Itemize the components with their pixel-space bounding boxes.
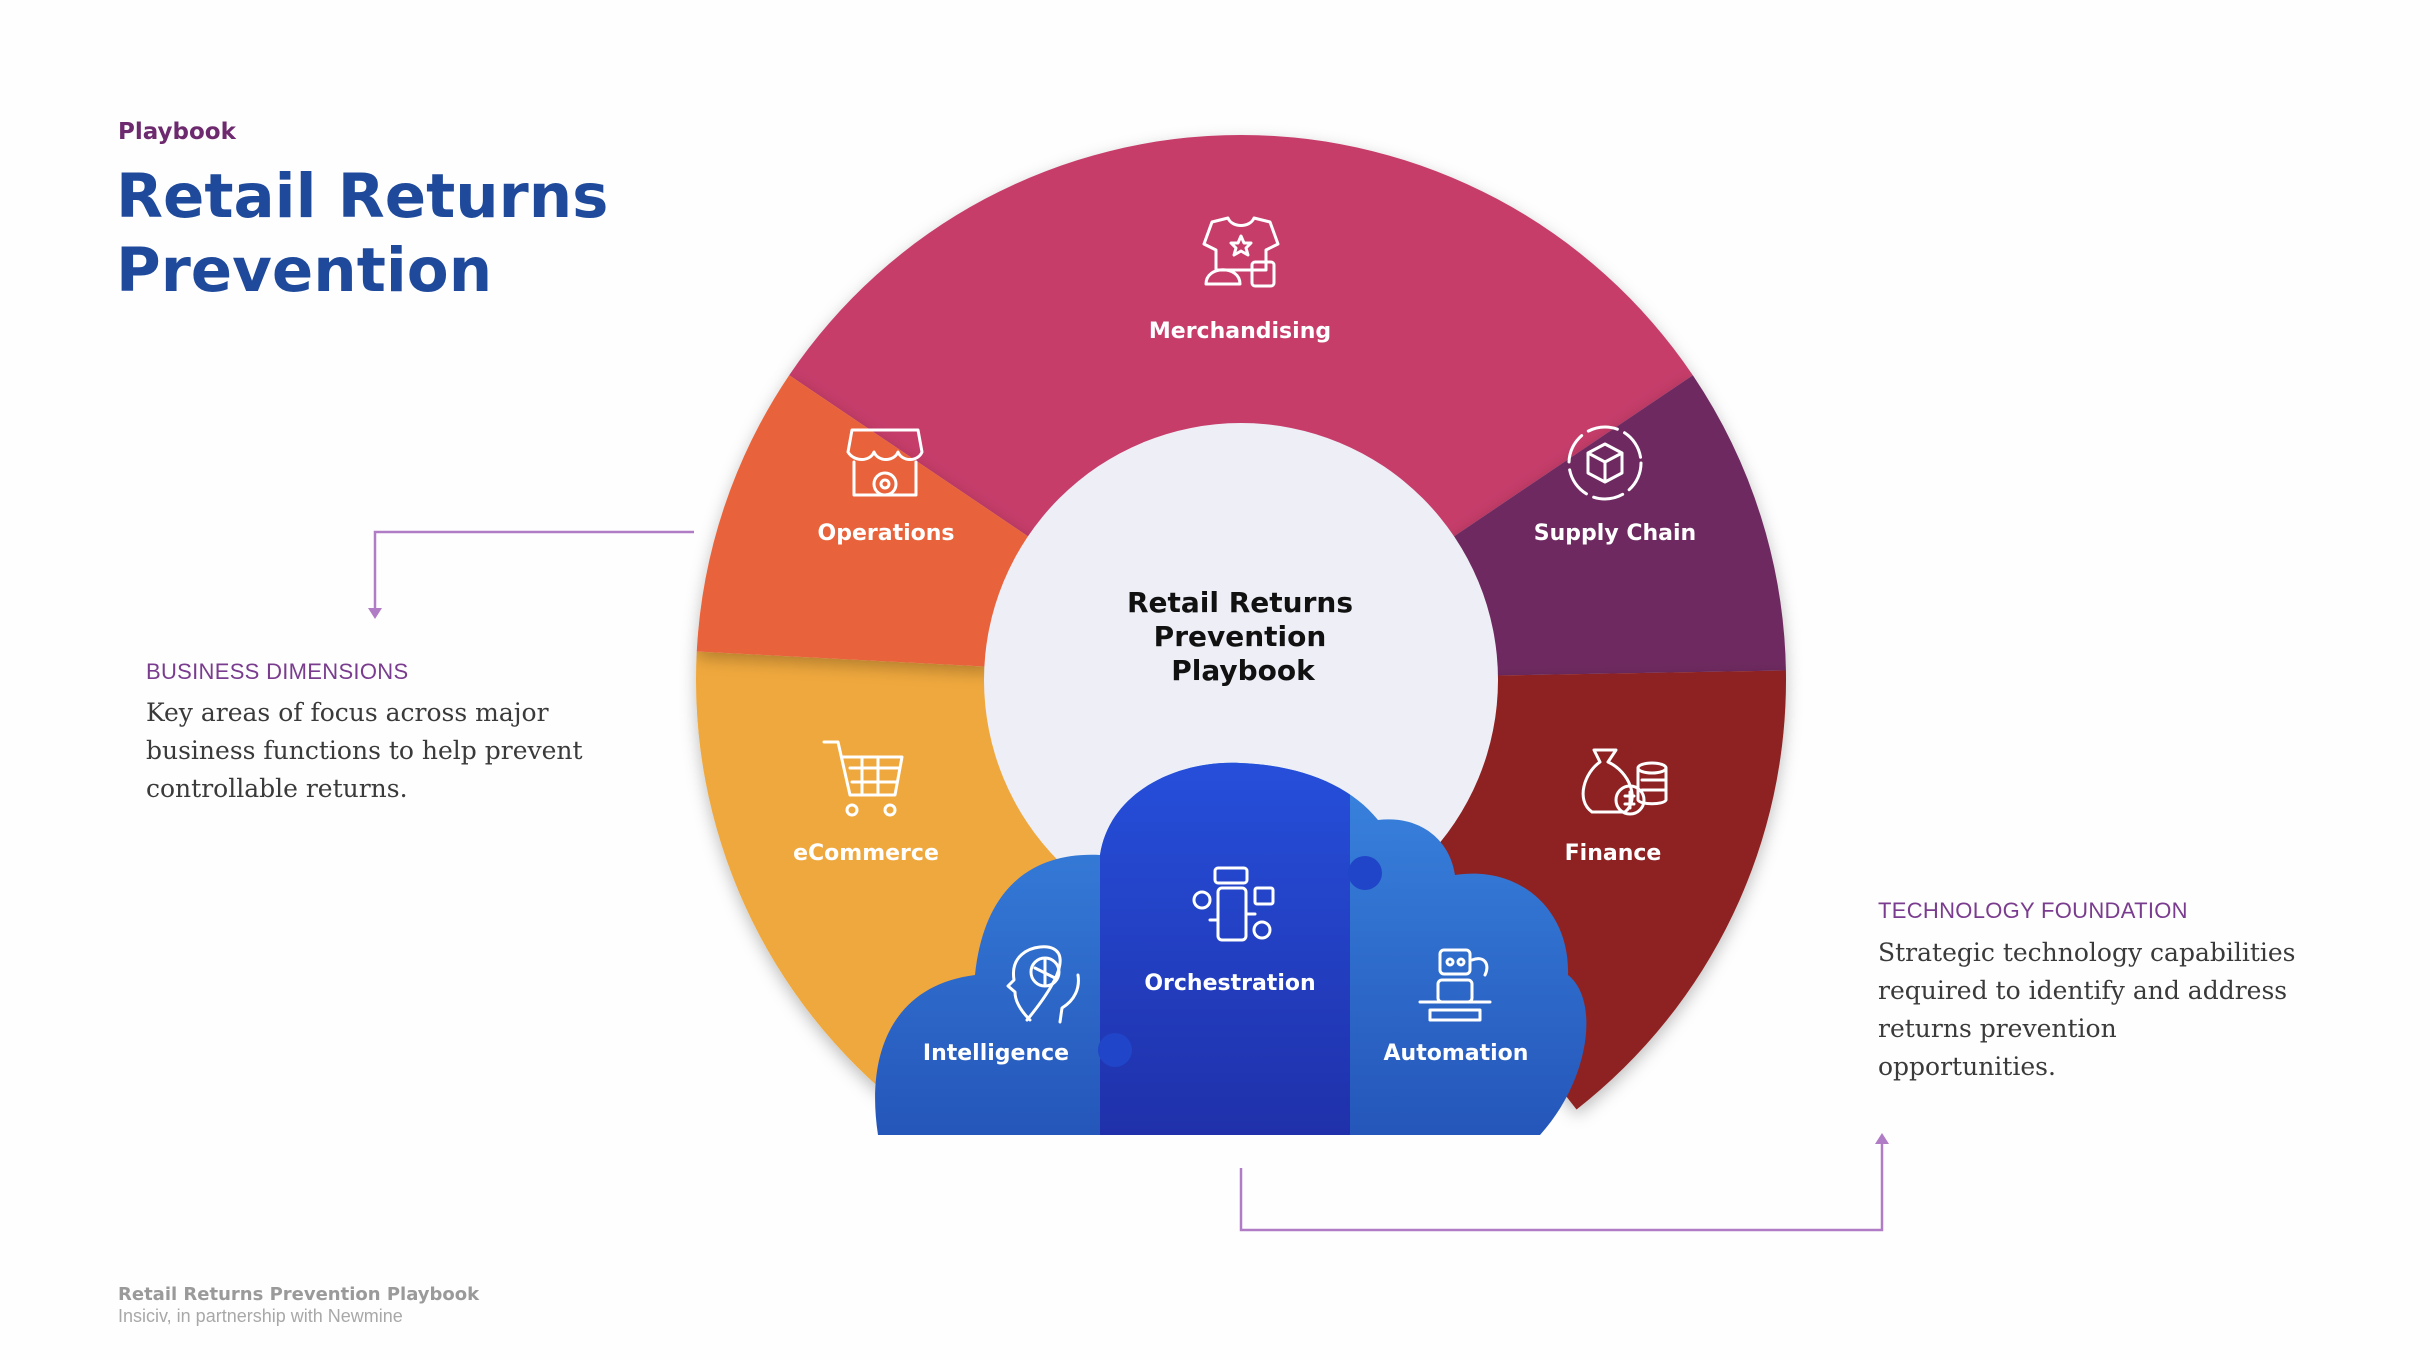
business-line-2: business functions to help prevent <box>146 736 583 765</box>
technology-connector <box>1239 1142 1884 1232</box>
segment-operations <box>696 375 1034 667</box>
kicker-label: Playbook <box>118 119 236 145</box>
technology-line-1: Strategic technology capabilities <box>1878 938 2296 967</box>
tech-label-automation: Automation <box>1384 1041 1529 1066</box>
shopping-cart-icon <box>822 740 904 817</box>
business-connector <box>373 530 694 610</box>
business-line-3: controllable returns. <box>146 774 408 803</box>
technology-line-4: opportunities. <box>1878 1052 2056 1081</box>
footer-subtitle: Insiciv, in partnership with Newmine <box>118 1306 403 1326</box>
business-connector-arrow <box>368 608 382 619</box>
robot-icon <box>1418 948 1492 1022</box>
center-title-line-3: Playbook <box>1171 654 1316 687</box>
technology-connector-arrow <box>1875 1133 1889 1144</box>
segment-label-operations: Operations <box>818 521 955 546</box>
money-bag-icon <box>1581 748 1668 816</box>
technology-foundation-text: Strategic technology capabilities requir… <box>1878 934 2296 1086</box>
phone-network-icon <box>1192 866 1275 942</box>
segment-label-supply-chain: Supply Chain <box>1534 521 1696 546</box>
business-line-1: Key areas of focus across major <box>146 698 549 727</box>
box-cycle-icon <box>1567 425 1643 501</box>
technology-foundation-label: TECHNOLOGY FOUNDATION <box>1878 898 2188 923</box>
segment-merchandising <box>789 134 1693 541</box>
business-dimensions-text: Key areas of focus across major business… <box>146 694 583 808</box>
business-dimensions-label: BUSINESS DIMENSIONS <box>146 659 409 684</box>
brain-head-icon <box>1006 945 1080 1024</box>
storefront-gear-icon <box>846 428 924 497</box>
apparel-icon <box>1202 216 1280 288</box>
center-disk <box>984 423 1498 937</box>
cloud-connector-dot-right <box>1348 856 1382 890</box>
connector-lines <box>373 530 1884 1232</box>
technology-line-3: returns prevention <box>1878 1014 2117 1043</box>
technology-line-2: required to identify and address <box>1878 976 2288 1005</box>
center-title-line-2: Prevention <box>1154 620 1327 653</box>
segment-label-ecommerce: eCommerce <box>793 841 939 866</box>
center-title-line-1: Retail Returns <box>1127 586 1353 619</box>
segment-label-merchandising: Merchandising <box>1149 319 1331 344</box>
footer-title: Retail Returns Prevention Playbook <box>118 1284 480 1305</box>
tech-label-intelligence: Intelligence <box>923 1041 1069 1066</box>
page-title-line-2: Prevention <box>116 235 493 306</box>
tech-label-orchestration: Orchestration <box>1144 971 1315 996</box>
page-title-line-1: Retail Returns <box>116 161 609 232</box>
cloud-connector-dot-left <box>1098 1033 1132 1067</box>
segment-label-finance: Finance <box>1565 841 1662 866</box>
page-title: Retail Returns Prevention <box>116 160 816 308</box>
segment-supply-chain <box>1448 375 1786 676</box>
